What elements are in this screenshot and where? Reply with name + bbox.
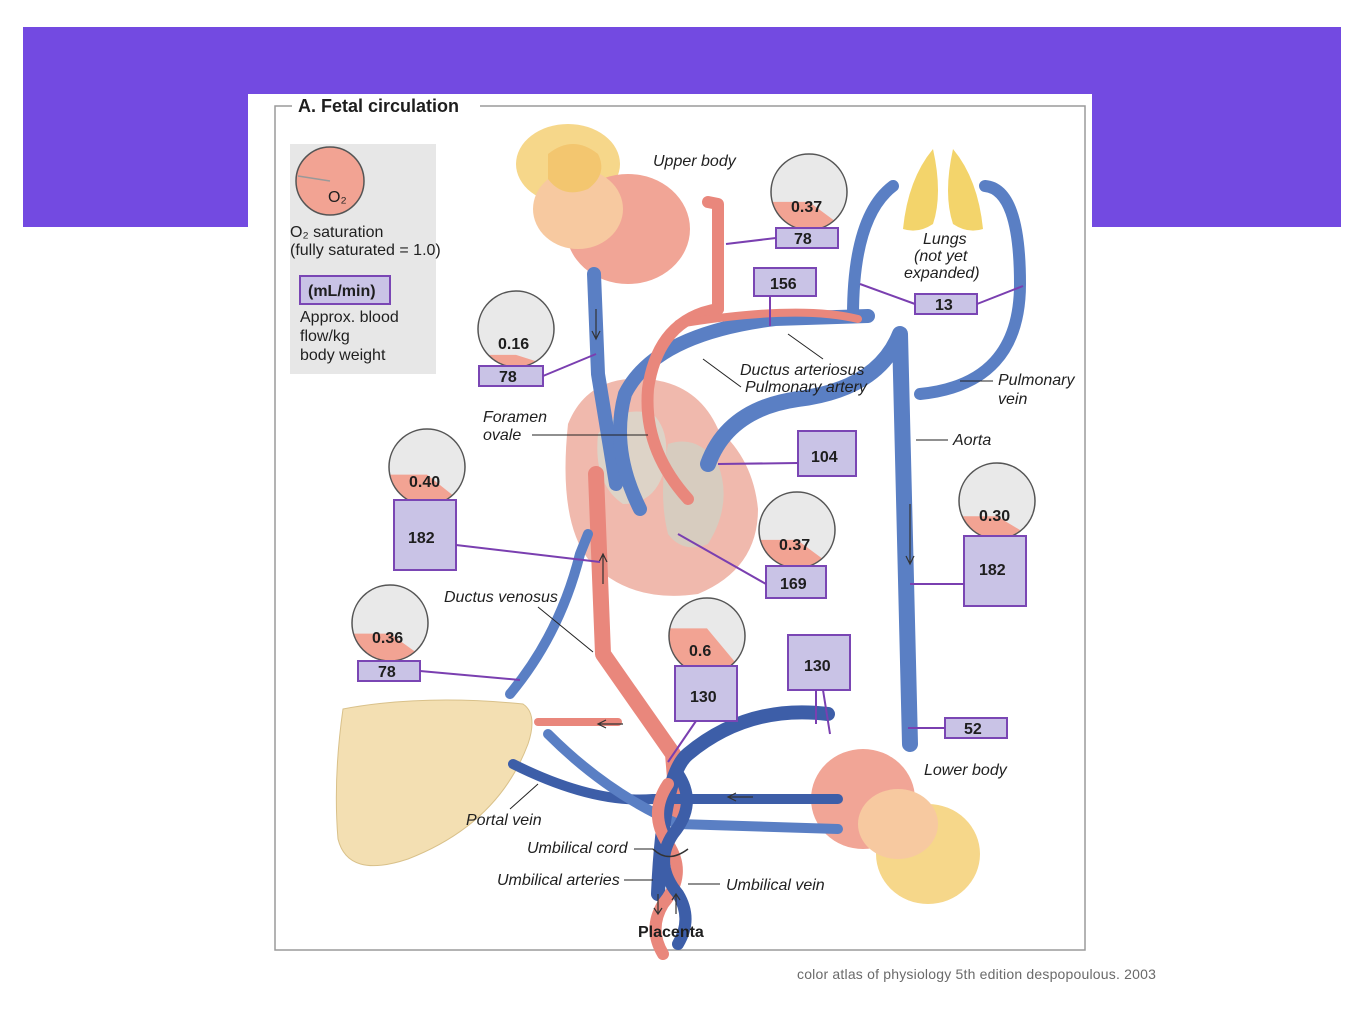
flow-box-umbilical-arteries (787, 634, 851, 691)
flow-box-left-ventricle (765, 565, 827, 599)
flow-box-ductus-arteriosus (753, 267, 817, 297)
label-lower-body: Lower body (924, 762, 1008, 779)
gauge-value-label: 0.16 (498, 336, 529, 353)
flow-value-svc: 78 (499, 369, 517, 386)
flow-value-lower-body: 52 (964, 721, 982, 738)
flow-value-umbilical-arteries: 130 (804, 658, 831, 675)
label-umbilical-vein: Umbilical vein (726, 877, 825, 894)
vessels (505, 180, 1026, 960)
label-umbilical-arteries: Umbilical arteries (497, 872, 620, 889)
label-lungs-2: (not yet (914, 248, 968, 265)
anatomy-labels: Upper body Lungs (not yet expanded) Duct… (444, 153, 1075, 941)
flow-value-upper-body: 78 (794, 231, 812, 248)
flow-value-lungs: 13 (935, 297, 953, 314)
figure-frame (274, 105, 1086, 951)
lungs-illustration (903, 149, 983, 231)
source-caption: color atlas of physiology 5th edition de… (797, 966, 1157, 982)
leader-lines (419, 237, 1024, 763)
label-placenta: Placenta (638, 924, 704, 941)
legend-saturation-label: O₂ saturation (290, 224, 383, 241)
fetal-circulation-diagram: A. Fetal circulation O₂ O₂ saturation (f… (274, 96, 1086, 960)
saturation-gauge-svc: 0.16 (477, 290, 555, 368)
gauge-value-label: 0.37 (779, 537, 810, 554)
label-pulmonary-artery: Pulmonary artery (745, 379, 868, 396)
saturation-gauge-ivc-upper: 0.40 (388, 428, 466, 506)
flow-value-umbilical-vein: 130 (690, 689, 717, 706)
gauge-fill (389, 474, 465, 505)
gauge-fill (669, 628, 745, 674)
legend-flow-desc-1: Approx. blood (300, 309, 399, 326)
flow-value-pulmonary-artery: 104 (811, 449, 838, 466)
label-ductus-arteriosus: Ductus arteriosus (740, 362, 865, 379)
upper-body-illustration (516, 124, 690, 284)
liver-illustration (335, 699, 533, 867)
legend-flow-unit-box (299, 275, 391, 305)
gauge-value-label: 0.6 (689, 643, 711, 660)
label-ductus-venosus: Ductus venosus (444, 589, 558, 606)
legend-flow-desc-2: flow/kg (300, 328, 350, 345)
label-portal-vein: Portal vein (466, 812, 542, 829)
gauge-value-label: 0.36 (372, 630, 403, 647)
legend-o2-symbol: O₂ (328, 189, 347, 206)
gauge-fill (759, 539, 835, 568)
legend-saturation-note: (fully saturated = 1.0) (290, 242, 441, 259)
label-pulmonary-vein-2: vein (998, 391, 1027, 408)
flow-box-ivc (393, 499, 457, 571)
saturation-gauge-descending-aorta: 0.30 (958, 462, 1036, 540)
saturation-gauge-upper-body: 0.37 (770, 153, 848, 231)
label-aorta: Aorta (952, 432, 991, 449)
flow-value-ivc: 182 (408, 530, 435, 547)
saturation-gauge-left-ventricle: 0.37 (758, 491, 836, 569)
label-upper-body: Upper body (653, 153, 737, 170)
gauge-value-label: 0.37 (791, 199, 822, 216)
legend: O₂ O₂ saturation (fully saturated = 1.0)… (290, 144, 441, 374)
label-foramen-ovale-1: Foramen (483, 409, 547, 426)
figure-title: A. Fetal circulation (298, 96, 459, 116)
flow-box-pulmonary-artery (797, 430, 857, 477)
flow-value-boxes: 78 78 156 13 104 182 169 182 78 130 130 … (357, 227, 1027, 739)
flow-value-hepatic: 78 (378, 664, 396, 681)
label-umbilical-cord: Umbilical cord (527, 840, 629, 857)
flow-box-umbilical-vein (674, 665, 738, 722)
legend-flow-desc-3: body weight (300, 347, 386, 364)
gauge-value-label: 0.30 (979, 508, 1010, 525)
flow-value-aorta: 182 (979, 562, 1006, 579)
label-pulmonary-vein-1: Pulmonary (998, 372, 1075, 389)
title-backdrop (292, 96, 480, 118)
label-lungs-3: expanded) (904, 265, 980, 282)
gauge-value-label: 0.40 (409, 474, 440, 491)
gauge-background (478, 291, 554, 367)
gauge-fill (771, 201, 847, 230)
saturation-gauge-umbilical-vein: 0.6 (668, 597, 746, 675)
flow-value-left-ventricle: 169 (780, 576, 807, 593)
legend-flow-unit: (mL/min) (308, 283, 376, 300)
saturation-gauge-ivc-liver: 0.36 (351, 584, 429, 662)
legend-gauge-needle (297, 175, 331, 182)
gauge-fill (352, 633, 428, 661)
label-lungs-1: Lungs (923, 231, 967, 248)
saturation-gauges: 0.37 0.16 0.40 0.36 0.37 0.6 0.30 (351, 153, 1036, 675)
flow-box-aorta (963, 535, 1027, 607)
flow-value-ductus-arteriosus: 156 (770, 276, 797, 293)
label-foramen-ovale-2: ovale (483, 427, 521, 444)
